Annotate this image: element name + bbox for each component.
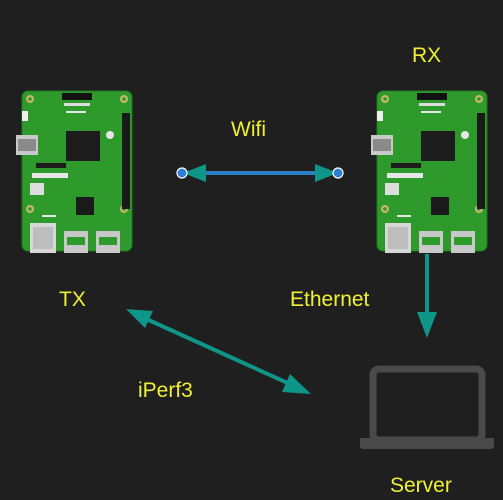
iperf-arrow <box>126 309 311 394</box>
server-label: Server <box>390 474 452 497</box>
ethernet-arrow <box>417 254 437 338</box>
wifi-label: Wifi <box>231 118 266 141</box>
rx-label: RX <box>412 44 441 67</box>
iperf-label: iPerf3 <box>138 379 193 402</box>
ethernet-label: Ethernet <box>290 288 370 311</box>
rx-board-icon <box>370 90 488 254</box>
tx-board-icon <box>15 90 133 254</box>
wifi-endpoint-left <box>176 167 188 179</box>
laptop-icon <box>360 365 494 449</box>
wifi-endpoint-right <box>332 167 344 179</box>
tx-label: TX <box>59 288 86 311</box>
wifi-link <box>176 164 344 182</box>
